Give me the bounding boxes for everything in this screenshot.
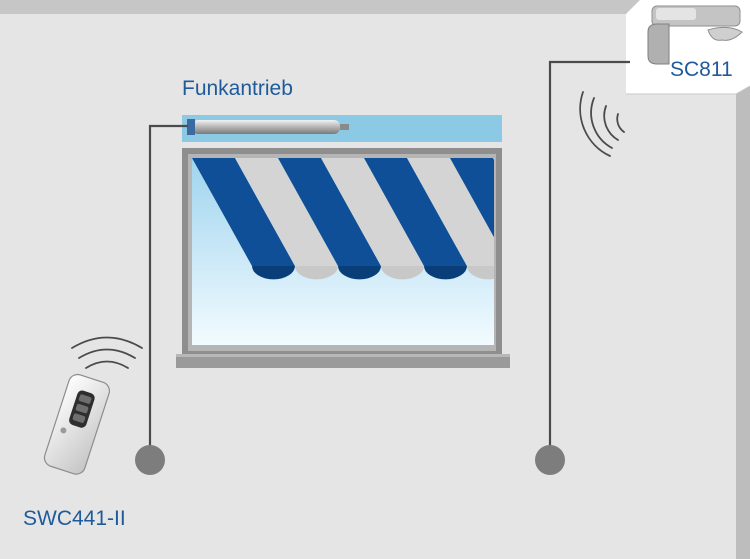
radio-waves-icon	[579, 91, 625, 157]
awning-stripe	[450, 158, 494, 238]
striped-awning-icon	[192, 158, 494, 280]
awning-stripe	[235, 158, 338, 266]
awning-stripe	[364, 158, 467, 266]
awning-scallop	[295, 266, 338, 280]
awning-stripe	[493, 158, 494, 160]
awning-scallop	[381, 266, 424, 280]
motor-label: Funkantrieb	[182, 77, 293, 100]
weather-sensor-icon	[647, 5, 743, 65]
awning-scallop	[424, 266, 467, 280]
awning-stripe	[278, 158, 381, 266]
awning-stripe	[192, 158, 295, 266]
motor-box	[182, 115, 502, 142]
awning-scallop	[338, 266, 381, 280]
awning-scallop	[252, 266, 295, 280]
awning-scallop	[467, 266, 494, 280]
tubular-motor-icon	[187, 119, 349, 135]
cables	[148, 60, 630, 460]
remote-control-icon	[43, 373, 111, 475]
remote-label: SWC441-II	[23, 507, 126, 530]
plugs	[135, 445, 565, 475]
sensor-label: SC811	[670, 58, 733, 81]
awning-stripe	[407, 158, 494, 266]
awning-stripe	[321, 158, 424, 266]
radio-waves-icon	[71, 336, 143, 369]
